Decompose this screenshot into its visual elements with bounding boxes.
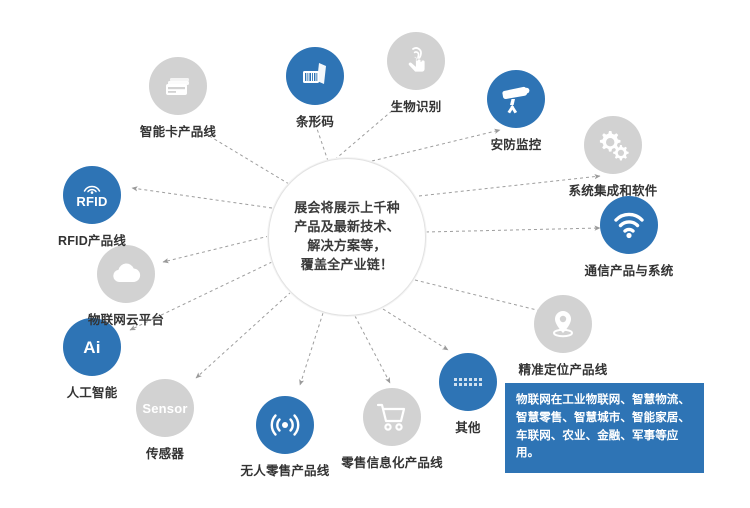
dots-grid-icon [439,353,497,411]
node-label: 物联网云平台 [87,313,165,327]
sensor-text-icon: Sensor [136,379,194,437]
connector-retail-info [354,315,391,384]
barcode-scanner-icon [286,47,344,105]
fingerprint-touch-icon [387,32,445,90]
wifi-icon [600,196,658,254]
center-hub: 展会将展示上千种 产品及最新技术、 解决方案等， 覆盖全产业链！ [268,158,426,316]
rfid-glyph-text: RFID [76,193,108,209]
dots-grid [454,378,482,386]
node-label: 生物识别 [390,100,442,114]
node-label: 传感器 [145,447,185,461]
node-label: 智能卡产品线 [139,125,217,139]
cloud-icon [97,245,155,303]
application-info-box: 物联网在工业物联网、智慧物流、 智慧零售、智慧城市、智能家居、 车联网、农业、金… [505,383,704,474]
application-info-text: 物联网在工业物联网、智慧物流、 智慧零售、智慧城市、智能家居、 车联网、农业、金… [516,394,690,460]
sensor-glyph-text: Sensor [142,400,188,416]
connector-positioning [414,279,546,314]
node-label: 通信产品与系统 [584,264,674,278]
connector-other [382,308,449,351]
ai-glyph-text: Ai [83,337,101,357]
gears-icon [584,116,642,174]
ai-text-icon: Ai [63,318,121,376]
connector-rfid [131,186,273,209]
rfid-stack: RFID [76,183,107,208]
node-label: 安防监控 [490,138,542,152]
shopping-cart-icon [363,388,421,446]
signal-waves-icon [83,185,101,194]
card-reader-icon [149,57,207,115]
connector-sensor [195,291,292,379]
cctv-camera-icon [487,70,545,128]
node-label: 其他 [455,421,481,435]
node-label: 精准定位产品线 [518,363,608,377]
connector-communication [425,225,601,233]
node-label: RFID产品线 [57,234,127,248]
node-label: 无人零售产品线 [240,464,330,478]
hub-text: 展会将展示上千种 产品及最新技术、 解决方案等， 覆盖全产业链！ [294,200,400,272]
connector-cloud [162,235,270,264]
node-label: 人工智能 [66,386,118,400]
node-label: 系统集成和软件 [568,184,658,198]
node-label: 零售信息化产品线 [341,456,443,470]
radio-waves-icon [256,396,314,454]
connector-unmanned [299,312,324,386]
node-label: 条形码 [295,115,335,129]
location-pin-icon [534,295,592,353]
rfid-icon: RFID [63,166,121,224]
connector-security [371,128,501,162]
